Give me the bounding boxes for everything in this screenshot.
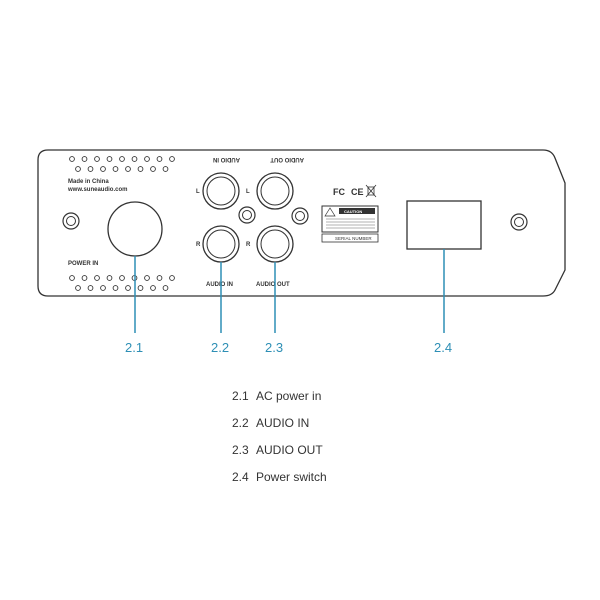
fc-mark: FC	[333, 187, 345, 197]
screw-left	[62, 212, 80, 230]
vent-holes-top	[69, 156, 175, 172]
power-switch[interactable]	[406, 200, 482, 250]
legend-item: 2.3 AUDIO OUT	[232, 442, 327, 469]
vent-hole	[162, 166, 169, 172]
crossed-bin-icon	[365, 184, 377, 198]
legend-item: 2.2 AUDIO IN	[232, 415, 327, 442]
vent-hole	[169, 275, 175, 281]
legend-number: 2.1	[232, 389, 249, 403]
audio-out-r-jack[interactable]	[256, 225, 294, 263]
vent-hole	[119, 275, 125, 281]
vent-hole	[81, 156, 88, 162]
vent-holes-bottom	[69, 275, 175, 291]
audio-in-l-label: L	[196, 189, 200, 195]
vent-hole	[144, 156, 150, 162]
vent-hole	[112, 166, 119, 172]
website-text: www.suneaudio.com	[67, 187, 127, 193]
vent-hole	[106, 275, 113, 281]
legend-label: AUDIO OUT	[256, 443, 323, 457]
callout-2-4: 2.4	[434, 340, 452, 355]
audio-in-bottom-label: AUDIO IN	[206, 282, 233, 288]
caution-text: CAUTION	[344, 209, 362, 214]
callout-2-2: 2.2	[211, 340, 229, 355]
power-inlet[interactable]	[107, 201, 163, 257]
vent-hole	[125, 285, 131, 291]
center-knob	[238, 206, 256, 224]
audio-in-top-label: AUDIO IN	[213, 156, 240, 162]
audio-in-l-jack[interactable]	[202, 172, 240, 210]
audio-in-r-jack[interactable]	[202, 225, 240, 263]
vent-hole	[144, 275, 150, 281]
vent-hole	[100, 166, 106, 172]
vent-hole	[87, 166, 94, 172]
screw-right	[510, 213, 528, 231]
vent-hole	[162, 285, 169, 291]
vent-hole	[100, 285, 106, 291]
serial-number-box	[321, 233, 379, 243]
vent-hole	[94, 275, 100, 281]
legend-item: 2.4 Power switch	[232, 469, 327, 496]
legend-label: Power switch	[256, 470, 327, 484]
screw-middle	[291, 207, 309, 225]
vent-hole	[131, 156, 138, 162]
ce-mark: CE	[351, 187, 364, 197]
vent-hole	[75, 166, 81, 172]
serial-number-text: SERIAL NUMBER	[335, 236, 372, 241]
legend-label: AUDIO IN	[256, 416, 310, 430]
vent-hole	[119, 156, 125, 162]
vent-hole	[156, 275, 163, 281]
vent-hole	[125, 166, 131, 172]
vent-hole	[69, 275, 75, 281]
legend-item: 2.1 AC power in	[232, 388, 327, 415]
audio-out-r-label: R	[246, 242, 251, 248]
vent-hole	[150, 166, 156, 172]
vent-hole	[75, 285, 81, 291]
vent-hole	[106, 156, 113, 162]
vent-hole	[94, 156, 100, 162]
caution-label	[321, 205, 379, 233]
vent-hole	[137, 166, 144, 172]
vent-hole	[69, 156, 75, 162]
vent-hole	[169, 156, 175, 162]
legend-number: 2.2	[232, 416, 249, 430]
chassis-outline	[37, 149, 566, 297]
made-in-text: Made in China	[68, 179, 109, 185]
vent-hole	[112, 285, 119, 291]
audio-out-l-jack[interactable]	[256, 172, 294, 210]
callout-2-3: 2.3	[265, 340, 283, 355]
legend-number: 2.3	[232, 443, 249, 457]
vent-hole	[81, 275, 88, 281]
audio-in-r-label: R	[196, 242, 201, 248]
vent-hole	[137, 285, 144, 291]
vent-hole	[87, 285, 94, 291]
legend-label: AC power in	[256, 389, 322, 403]
audio-out-top-label: AUDIO OUT	[270, 156, 304, 162]
power-in-label: POWER IN	[68, 261, 98, 267]
vent-hole	[150, 285, 156, 291]
audio-out-l-label: L	[246, 189, 250, 195]
legend-number: 2.4	[232, 470, 249, 484]
callout-2-1: 2.1	[125, 340, 143, 355]
audio-out-bottom-label: AUDIO OUT	[256, 282, 290, 288]
vent-hole	[156, 156, 163, 162]
